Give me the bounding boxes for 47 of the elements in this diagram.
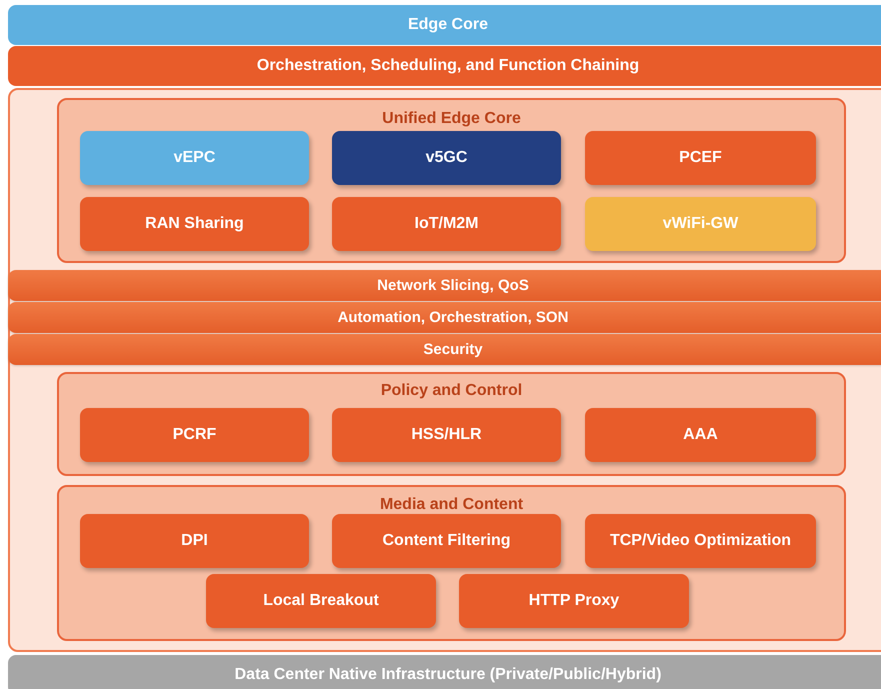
group-title: Policy and Control [380, 382, 524, 400]
box-label: PCRF [172, 425, 216, 445]
layer-bar [8, 5, 881, 45]
box-label: Orchestration, Scheduling, and Function Chaining [256, 57, 640, 75]
box-label: TCP/Video Optimization [610, 531, 792, 551]
function-box [80, 408, 309, 462]
box-label: PCEF [679, 148, 722, 168]
function-box [80, 197, 309, 251]
function-box [585, 131, 816, 185]
function-box [332, 131, 561, 185]
box-label: Content Filtering [382, 531, 510, 551]
function-box [80, 131, 309, 185]
group-panel [57, 372, 846, 476]
function-box [80, 514, 309, 568]
layer-bar [8, 46, 881, 86]
box-label: IoT/M2M [414, 214, 478, 234]
box-label: Edge Core [408, 16, 488, 34]
function-box [206, 574, 436, 628]
box-label: Automation, Orchestration, SON [338, 309, 568, 326]
function-box [332, 514, 561, 568]
layer-band [8, 302, 881, 333]
function-box [585, 408, 816, 462]
group-panel [57, 485, 846, 641]
box-label: RAN Sharing [145, 214, 244, 234]
box-label: vWiFi-GW [662, 214, 738, 234]
function-box [585, 514, 816, 568]
box-label: v5GC [426, 148, 468, 168]
group-panel [57, 98, 846, 263]
box-label: DPI [181, 531, 208, 551]
layer-bar [8, 655, 881, 689]
box-label: HTTP Proxy [528, 591, 620, 611]
layer-band [8, 334, 881, 365]
box-label: Network Slicing, QoS [377, 277, 529, 294]
box-label: Data Center Native Infrastructure (Private/Public/Hybrid) [234, 666, 662, 684]
box-label: Local Breakout [263, 591, 379, 611]
box-label: AAA [683, 425, 718, 445]
function-box [332, 197, 561, 251]
container-panel [8, 88, 881, 652]
box-label: vEPC [174, 148, 216, 168]
group-title: Unified Edge Core [381, 110, 522, 128]
function-box [459, 574, 689, 628]
group-title: Media and Content [378, 496, 524, 514]
box-label: HSS/HLR [411, 425, 482, 445]
box-label: Security [423, 341, 483, 358]
function-box [585, 197, 816, 251]
layer-band [8, 270, 881, 301]
function-box [332, 408, 561, 462]
